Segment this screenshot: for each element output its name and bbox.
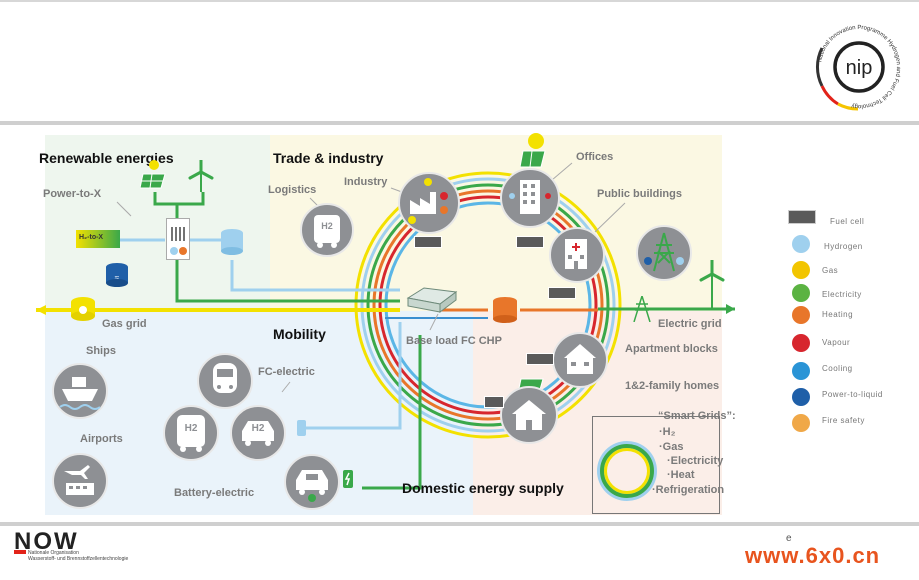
label-logistics: Logistics [268,184,317,196]
label-airports: Airports [80,433,123,445]
header-divider [0,121,919,125]
power-pylon-circle [636,225,692,281]
fuel-cell-icon [788,210,816,224]
label-industry: Industry [344,176,388,188]
legend-fire-safety: Fire safety [822,416,865,425]
label-base-load-fc-chp: Base load FC CHP [406,335,502,347]
pylon-icon [632,295,652,323]
label-offices: Offices [576,151,614,163]
heading-trade-industry: Trade & industry [273,150,384,166]
public-building-circle [549,227,605,283]
h2-to-x-box: H₂-to-X [76,230,120,248]
electrolyser-icon [166,218,190,260]
fuel-cell-chip-industry [414,236,442,248]
wind-turbine-icon [186,158,216,192]
label-fc-electric: FC-electric [258,366,315,378]
now-logo-subtitle-1: Nationale Organisation [28,550,79,556]
legend-power-to-liquid: Power-to-liquid [822,390,883,399]
watermark: www.6x0.cn [745,543,881,568]
smart-grids-title: “Smart Grids”: [658,410,736,422]
fuel-cell-chip-offices [516,236,544,248]
smart-grids-item-electricity: ·Electricity [667,455,724,467]
hydrogen-station-icon [296,418,308,438]
fire-safety-icon [792,414,810,432]
nip-logo: nip National Innovation Programme Hydrog… [810,18,908,116]
vapour-icon [792,334,810,352]
label-h2-to-x: H₂-to-X [79,234,104,241]
industry-factory-circle [398,172,460,234]
hydrogen-icon [792,235,810,253]
legend: Fuel cell Hydrogen Gas Electricity Heati… [786,206,916,446]
ships-circle [52,363,108,419]
heating-icon [792,306,810,324]
now-logo: NOW Nationale Organisation Wasserstoff- … [14,528,128,564]
lightning-icon [792,284,810,302]
power-to-liquid-tank-icon: ≈ [105,262,129,288]
label-electric-grid: Electric grid [658,318,722,330]
battery-electric-car-circle [284,454,340,510]
legend-fuel-cell: Fuel cell [830,217,865,226]
smart-grids-item-gas: ·Gas [659,441,684,453]
charging-station-icon [342,468,356,490]
gas-tank-icon [70,296,96,322]
fc-electric-line [302,322,402,430]
now-logo-subtitle-2: Wasserstoff- und Brennstoffzellentechnol… [28,556,129,562]
label-battery-electric: Battery-electric [174,487,255,499]
hydrogen-line [230,260,400,292]
svg-text:H2: H2 [321,221,333,231]
offices-building-circle [500,168,560,228]
legend-heating: Heating [822,310,854,319]
label-power-to-x: Power-to-X [43,188,102,200]
smart-grid-ring-icon [600,444,654,498]
label-family-homes: 1&2-family homes [625,380,720,392]
snowflake-icon [792,362,810,380]
battery-electric-line [362,335,422,490]
legend-hydrogen: Hydrogen [824,242,863,251]
apartment-blocks-circle [552,332,608,388]
smart-grids-item-heat: ·Heat [667,469,695,481]
heat-storage-tank-icon [492,296,518,324]
offices-solar-icon [519,150,546,168]
fc-car-h2-text: H2 [252,423,265,434]
svg-text:≈: ≈ [115,273,120,282]
fuel-cell-chip-public [548,287,576,299]
airports-circle [52,453,108,509]
hydrogen-tank-icon [220,228,244,256]
smart-grids-item-h2: ·H₂ [659,426,676,438]
gas-flame-icon [792,261,810,279]
legend-vapour: Vapour [822,338,851,347]
legend-gas: Gas [822,266,839,275]
heading-domestic-energy-supply: Domestic energy supply [402,480,564,496]
legend-electricity: Electricity [822,290,862,299]
sun-icon [528,133,544,149]
smart-grids-item-refrigeration: ·Refrigeration [652,484,725,496]
solar-panel-icon [139,160,168,190]
nip-logo-text: nip [846,57,873,79]
fuel-cell-chip-homes [484,396,504,408]
label-gas-grid: Gas grid [102,318,147,330]
fc-car-circle: H2 [230,405,286,461]
footer-divider [0,522,919,526]
fc-train-circle [197,353,253,409]
energy-rings [354,171,622,439]
label-apartment-blocks: Apartment blocks [625,343,718,355]
label-ships: Ships [86,345,116,357]
label-public-buildings: Public buildings [597,188,682,200]
renewable-electricity-line [175,255,400,303]
power-to-liquid-icon [792,388,810,406]
family-home-circle [500,386,558,444]
grid-wind-turbine-icon [698,258,726,308]
heading-mobility: Mobility [273,326,326,342]
now-logo-red-bar [14,550,26,554]
fc-bus-circle: H2 [163,405,219,461]
footer-small-text: e [786,533,792,544]
logistics-truck-circle: H2 [300,203,354,257]
legend-cooling: Cooling [822,364,853,373]
fc-bus-h2-text: H2 [185,423,198,434]
base-load-chp-plant-icon [404,278,460,314]
fuel-cell-chip-apartments [526,353,554,365]
heading-renewable-energies: Renewable energies [39,150,174,166]
top-divider [0,0,919,2]
